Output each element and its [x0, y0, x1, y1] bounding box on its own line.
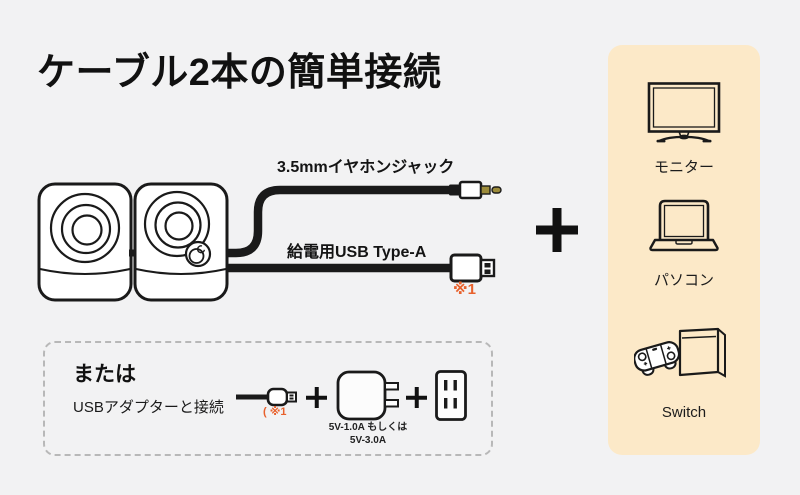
monitor-icon	[647, 82, 721, 143]
usb-footnote: ※1	[453, 281, 476, 298]
wall-outlet-icon	[435, 370, 467, 421]
speakers-cables-illustration	[37, 180, 502, 302]
jack-cable	[218, 185, 451, 258]
alt-subheading: USBアダプターと接続	[73, 399, 224, 416]
speaker-left-icon	[37, 182, 133, 302]
adapter-spec-line2: 5V-3.0A	[349, 434, 387, 446]
plus-icon-small-2	[406, 387, 427, 408]
laptop-icon	[649, 199, 719, 252]
speaker-right-icon	[133, 182, 229, 302]
device-item-switch: Switch	[608, 315, 760, 421]
device-label-monitor: モニター	[653, 159, 714, 176]
usb-a-connector-icon	[449, 253, 496, 283]
power-adapter-icon	[336, 370, 399, 421]
plus-icon-small-1	[306, 387, 327, 408]
device-item-pc: パソコン	[608, 198, 760, 290]
volume-knob-icon	[184, 240, 212, 268]
usb-cable-icon	[236, 387, 297, 407]
plus-icon	[536, 208, 578, 252]
usb-cable-label: 給電用USB Type-A	[287, 244, 427, 261]
jack-cable-label: 3.5mmイヤホンジャック	[277, 159, 455, 176]
adapter-spec-line1: 5V-1.0A もしくは	[328, 422, 408, 433]
device-label-switch: Switch	[661, 404, 707, 421]
switch-icon	[634, 327, 726, 378]
audio-plug-icon	[449, 180, 502, 200]
alt-heading: または	[73, 363, 136, 386]
device-item-monitor: モニター	[608, 81, 760, 177]
alt-cable-footnote: ( ※1	[263, 406, 287, 418]
page-title: ケーブル2本の簡単接続	[37, 52, 442, 94]
adapter-spec: 5V-1.0A もしくは 5V-3.0A	[316, 422, 420, 447]
device-label-pc: パソコン	[653, 272, 714, 289]
device-panel: モニター パソコン	[608, 45, 760, 455]
alt-connection-box	[43, 341, 493, 456]
